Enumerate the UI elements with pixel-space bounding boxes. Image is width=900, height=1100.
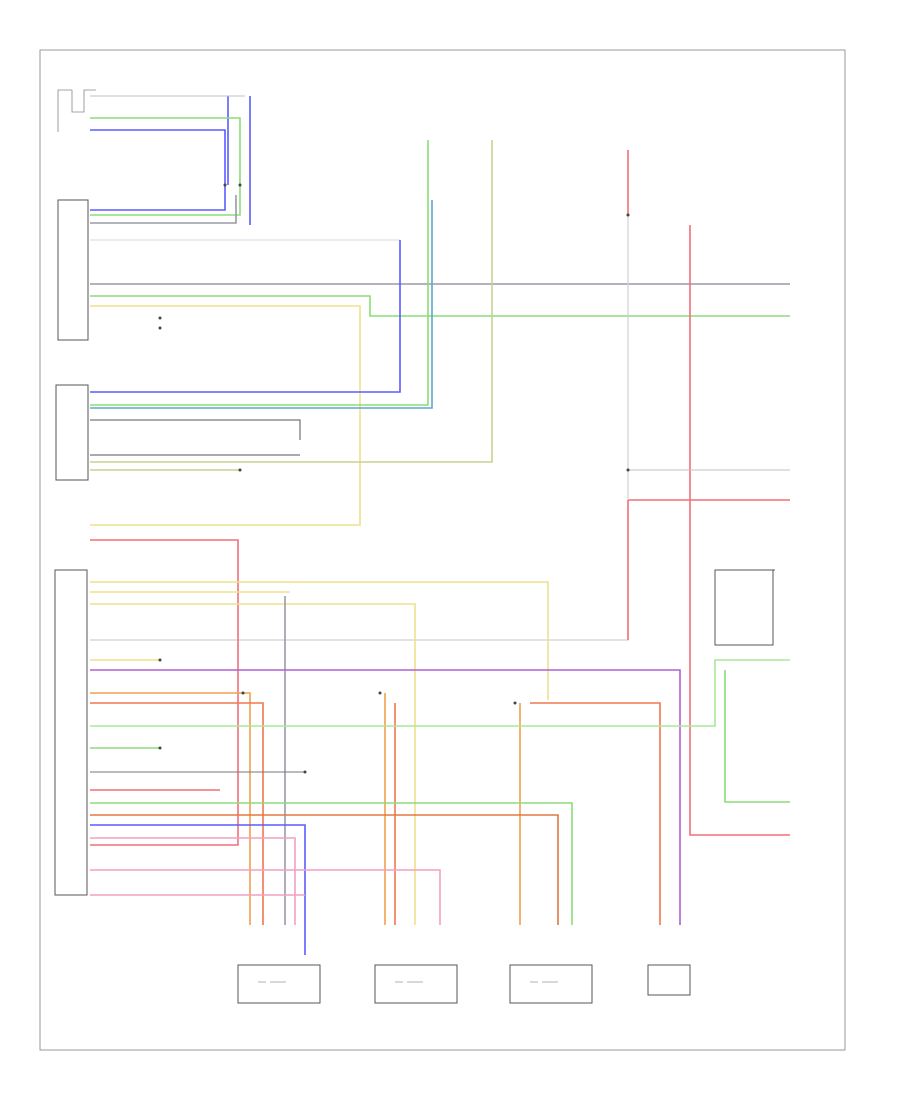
actuator-4 [647, 964, 691, 996]
wire-orange-low [90, 814, 559, 925]
actuator-2 [374, 964, 458, 1004]
wire-olive-fuse-2 [90, 140, 493, 463]
junction-dots [158, 183, 630, 774]
wire-orange-6 [530, 702, 661, 925]
wires [90, 95, 790, 955]
wire-green-low [90, 802, 573, 925]
wire-violet [90, 669, 681, 925]
wire-pink-low-2 [90, 869, 441, 925]
wire-yellow-bus [90, 305, 361, 526]
wire-yellow-1 [90, 581, 549, 700]
wire-blue-fuse [90, 200, 433, 409]
actuator-1 [237, 964, 321, 1004]
component-blocks [54, 89, 774, 1004]
wire-red-right-2 [689, 225, 790, 836]
sensor-bracket-top-left [57, 89, 96, 132]
wire-blue-mid [90, 240, 401, 393]
wire-green-top [90, 117, 241, 216]
wire-yellow-3 [90, 603, 416, 925]
wire-gray-right [90, 215, 629, 641]
actuator-3 [509, 964, 593, 1004]
control-unit-main-left [54, 569, 88, 896]
wire-blue-low [90, 824, 306, 955]
wire-green-bus [90, 295, 790, 317]
wire-green-long [90, 659, 790, 727]
wire-orange-2 [90, 702, 264, 925]
wire-blue-1 [90, 129, 226, 211]
module-connector-upper-left [57, 199, 89, 341]
wire-orange-1 [90, 692, 251, 925]
box-right-upper [714, 569, 774, 646]
diagram-frame [39, 49, 846, 1051]
wire-pink-low [90, 837, 296, 925]
wire-green-fuse-1 [90, 140, 429, 406]
wire-gray-mid [90, 419, 301, 440]
control-unit-middle-left [55, 384, 89, 481]
wire-green-right [724, 670, 790, 803]
wire-gray-top [90, 195, 237, 224]
